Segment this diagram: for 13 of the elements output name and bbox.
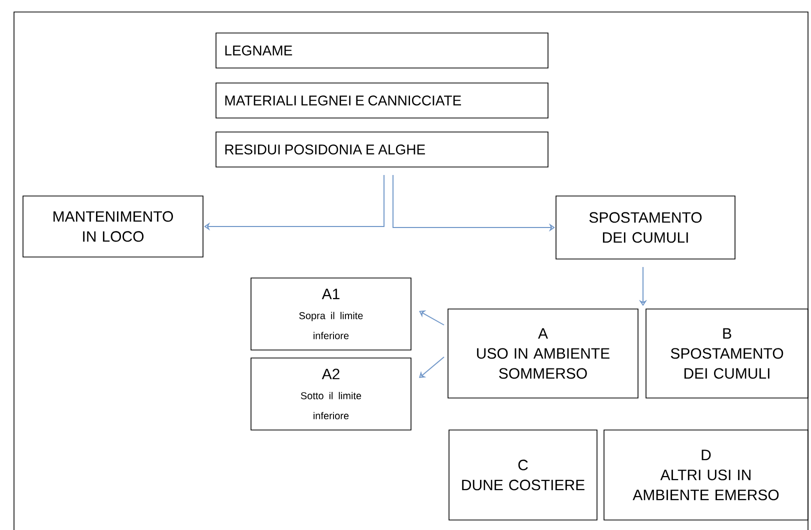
option-box: C DUNE COSTIERE <box>448 430 598 520</box>
option-box: MANTENIMENTO IN LOCO <box>22 196 204 258</box>
heading-box: LEGNAME <box>216 32 548 68</box>
arrow <box>419 356 444 378</box>
option-box: A USO IN AMBIENTE SOMMERSO <box>448 308 638 398</box>
option-box: SPOSTAMENTO DEI CUMULI <box>556 196 736 260</box>
arrow <box>204 174 384 231</box>
option-box: A2 Sotto il limite inferiore <box>250 358 412 430</box>
option-box: A1 Sopra il limite inferiore <box>250 278 412 350</box>
option-box: D ALTRI USI IN AMBIENTE EMERSO <box>604 430 808 520</box>
heading-box: MATERIALI LEGNEI E CANNICCIATE <box>216 82 548 118</box>
option-box: B SPOSTAMENTO DEI CUMULI <box>646 308 808 398</box>
heading-box: RESIDUI POSIDONIA E ALGHE <box>216 132 548 168</box>
